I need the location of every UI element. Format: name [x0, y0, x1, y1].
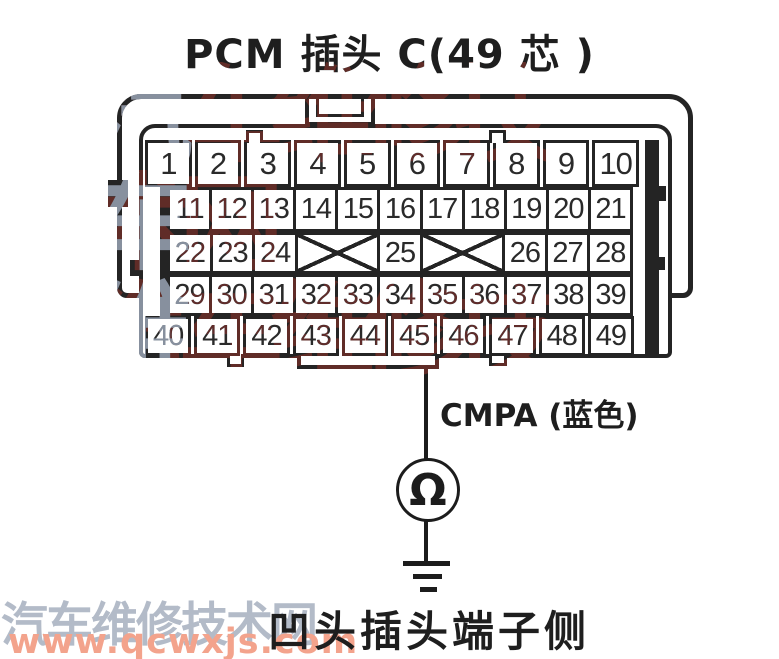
pin-23: 23 — [209, 232, 256, 274]
pin-15: 15 — [335, 187, 381, 232]
pin-12: 12 — [209, 187, 255, 232]
pin-18: 18 — [461, 187, 507, 232]
connector-top-notch — [305, 96, 375, 126]
pin-14: 14 — [293, 187, 339, 232]
pin-33: 33 — [335, 274, 381, 316]
pin-2: 2 — [194, 140, 242, 187]
pin-1: 1 — [145, 140, 192, 187]
pin-8: 8 — [492, 140, 540, 187]
wire-pin45-to-meter — [424, 365, 428, 460]
pin-37: 37 — [503, 274, 549, 316]
pin-6: 6 — [393, 140, 441, 187]
pin-27: 27 — [544, 232, 591, 274]
ground-bar-3 — [420, 587, 437, 592]
pin-11: 11 — [167, 187, 213, 232]
pin-13: 13 — [251, 187, 297, 232]
watermark-site-url: www.qcwxjs.com — [8, 622, 359, 659]
wire-meter-to-ground — [424, 521, 428, 563]
ground-bar-1 — [403, 561, 450, 566]
pin-5: 5 — [343, 140, 391, 187]
pin-25: 25 — [377, 232, 423, 274]
watermark-site-name: 汽车维修技术网 — [1, 598, 318, 653]
pin-42: 42 — [243, 316, 290, 356]
pin-34: 34 — [377, 274, 423, 316]
pin-16: 16 — [377, 187, 423, 232]
pin-7: 7 — [443, 140, 490, 187]
pin-47: 47 — [489, 316, 536, 356]
keying-tab-bottom-left — [227, 354, 244, 367]
side-bump-left-upper — [108, 180, 128, 207]
pin-28: 28 — [587, 232, 634, 274]
pin-3: 3 — [244, 140, 292, 187]
side-bump-left-lower — [130, 260, 141, 276]
ohmmeter-symbol: Ω — [396, 458, 460, 522]
pin-48: 48 — [538, 316, 585, 356]
blocked-cell — [294, 232, 381, 274]
pin-43: 43 — [292, 316, 339, 356]
ground-bar-2 — [413, 574, 442, 579]
connector-top-notch-inner — [316, 96, 364, 117]
pin-44: 44 — [341, 316, 389, 356]
pin-20: 20 — [545, 187, 591, 232]
blocked-cell — [419, 232, 506, 274]
grid-frame-right — [645, 140, 659, 356]
pin-24: 24 — [252, 232, 298, 274]
pin-31: 31 — [251, 274, 297, 316]
pin-30: 30 — [209, 274, 255, 316]
connector-bottom-lock — [297, 354, 439, 369]
pin-32: 32 — [293, 274, 339, 316]
keying-tab-top-right — [489, 130, 506, 143]
pin-9: 9 — [542, 140, 590, 187]
pin-35: 35 — [419, 274, 465, 316]
pin-4: 4 — [294, 140, 341, 187]
wire-label: CMPA (蓝色) — [440, 398, 639, 434]
ohm-glyph: Ω — [409, 464, 447, 516]
pin-46: 46 — [440, 316, 487, 356]
pin-26: 26 — [502, 232, 548, 274]
pin-49: 49 — [587, 316, 635, 356]
pin-29: 29 — [167, 274, 213, 316]
pin-36: 36 — [461, 274, 507, 316]
keying-tab-bottom-right — [489, 354, 507, 366]
caption-terminal-side: 凹头插头端子侧 — [268, 607, 591, 656]
pin-40: 40 — [145, 316, 192, 356]
pin-10: 10 — [592, 140, 640, 187]
pin-19: 19 — [503, 187, 549, 232]
page-title: PCM 插头 C(49 芯 ) — [184, 32, 595, 78]
grid-frame-left — [160, 187, 167, 316]
pin-17: 17 — [419, 187, 465, 232]
pin-41: 41 — [194, 316, 241, 356]
keying-tab-top-left — [246, 130, 263, 143]
pin-38: 38 — [545, 274, 591, 316]
pin-21: 21 — [587, 187, 634, 232]
pin-22: 22 — [167, 232, 213, 274]
pin-45: 45 — [391, 316, 438, 356]
side-bump-right-lower — [658, 257, 665, 270]
side-bump-right-upper — [658, 186, 666, 201]
pin-39: 39 — [587, 274, 634, 316]
